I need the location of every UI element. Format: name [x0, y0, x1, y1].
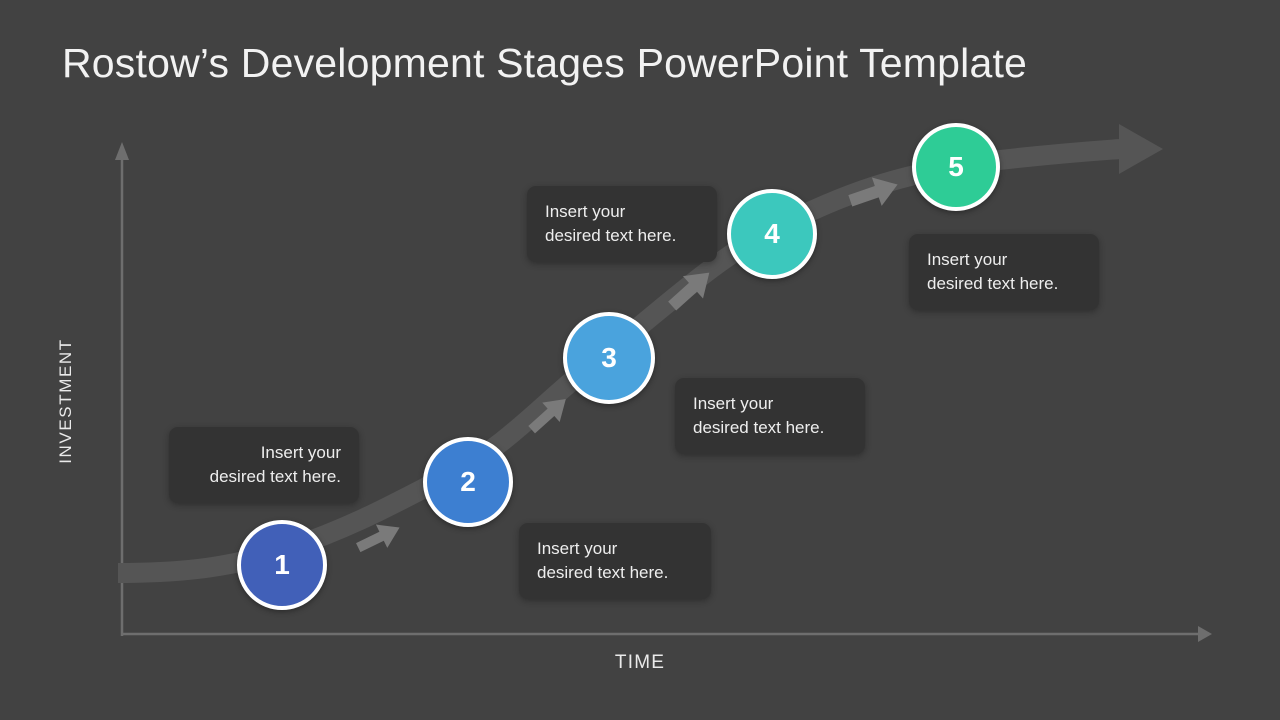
- x-axis-label: TIME: [614, 652, 666, 673]
- callout-line-1: Insert your: [545, 202, 626, 221]
- callout-box-1[interactable]: Insert your desired text here.: [169, 427, 359, 504]
- stage-number-5: 5: [948, 151, 964, 182]
- callout-box-3[interactable]: Insert your desired text here.: [675, 378, 865, 455]
- callout-line-2: desired text here.: [545, 226, 677, 246]
- curve-direction-arrows: [356, 177, 898, 553]
- stage-circle-2[interactable]: 2: [423, 437, 513, 527]
- stage-number-4: 4: [764, 218, 780, 249]
- stage-circle-1[interactable]: 1: [237, 520, 327, 610]
- stage-circle-4[interactable]: 4: [727, 189, 817, 279]
- callout-line-2: desired text here.: [927, 274, 1059, 294]
- callout-line-1: Insert your: [260, 443, 341, 462]
- stage-number-1: 1: [274, 549, 290, 580]
- callout-box-4[interactable]: Insert your desired text here.: [527, 186, 717, 263]
- callout-box-2[interactable]: Insert your desired text here.: [519, 523, 711, 600]
- page-title: Rostow’s Development Stages PowerPoint T…: [62, 40, 1028, 86]
- callout-box-5[interactable]: Insert your desired text here.: [909, 234, 1099, 311]
- callout-line-1: Insert your: [927, 250, 1008, 269]
- y-axis-label: INVESTMENT: [56, 338, 75, 464]
- callout-line-2: desired text here.: [537, 563, 669, 583]
- callout-line-2: desired text here.: [209, 467, 341, 487]
- x-axis: [122, 626, 1212, 642]
- stage-circle-3[interactable]: 3: [563, 312, 655, 404]
- callout-line-1: Insert your: [693, 394, 774, 413]
- callout-line-2: desired text here.: [693, 418, 825, 438]
- y-axis: [115, 142, 129, 636]
- stage-circle-5[interactable]: 5: [912, 123, 1000, 211]
- stage-number-2: 2: [460, 466, 476, 497]
- callout-line-1: Insert your: [537, 539, 618, 558]
- stage-number-3: 3: [601, 342, 617, 373]
